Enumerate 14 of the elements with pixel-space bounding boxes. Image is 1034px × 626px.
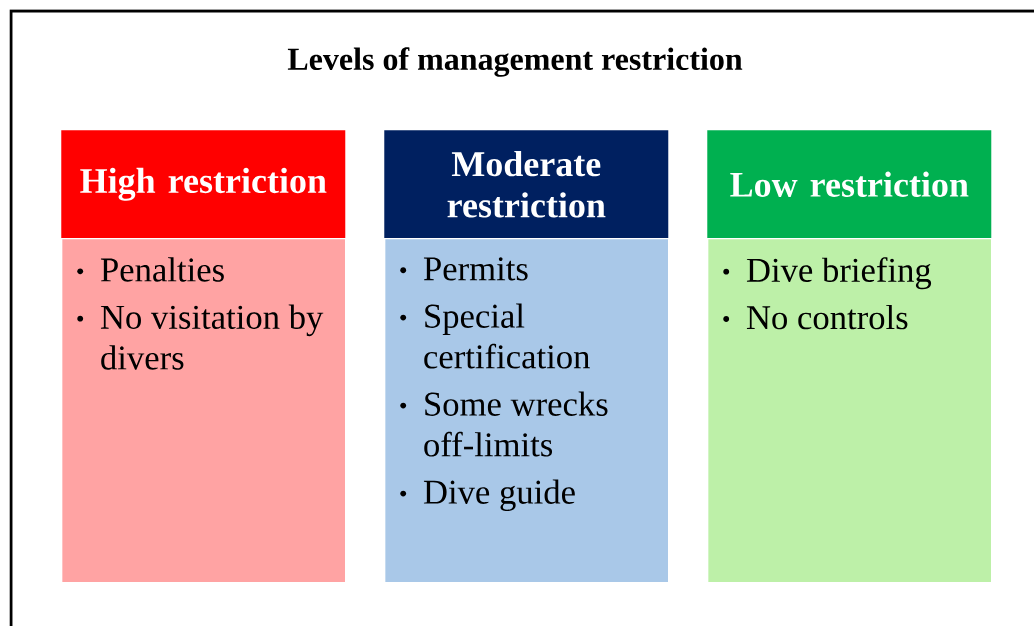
node-label: Dive guide (423, 479, 575, 512)
bullet-list: Penalties No visitation by divers (77, 257, 324, 370)
bullet-list: Dive briefing No controls (723, 257, 932, 330)
body-box (61, 238, 347, 584)
node-label: Special certification (424, 303, 590, 369)
title: Levels of management restriction (287, 47, 743, 77)
header-box: Low restriction (707, 130, 992, 239)
header-box: Moderate restriction (384, 130, 669, 239)
body-box (707, 238, 993, 584)
header-box: High restriction (61, 130, 346, 239)
body-box (384, 238, 670, 584)
bullet-list: Permits Special certification Some wrecks off-limits Dive guide (400, 257, 608, 512)
node-label: Some wrecks off-limits (424, 391, 608, 457)
node-label: Permits (423, 257, 528, 281)
